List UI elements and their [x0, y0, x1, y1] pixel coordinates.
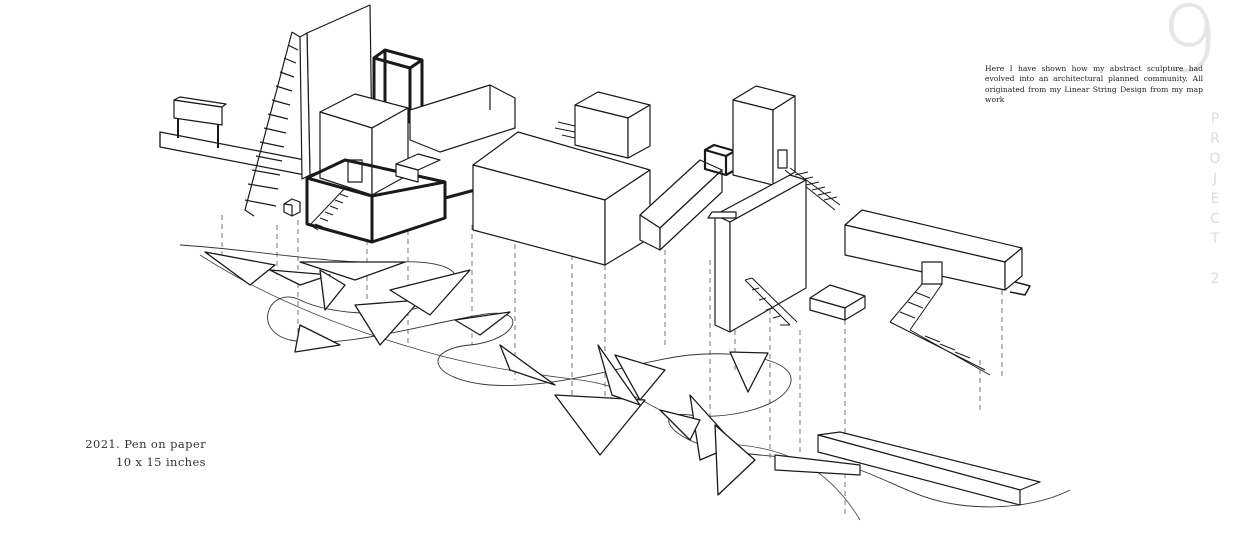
left-platform: [159, 131, 306, 176]
left-shelter: [173, 96, 227, 148]
caption-dimensions: 10 x 15 inches: [116, 454, 206, 469]
angled-wall: [707, 174, 807, 333]
vertical-label-letter: E: [1210, 191, 1220, 207]
small-cube: [283, 198, 301, 217]
vertical-label-letter: [1213, 252, 1217, 272]
long-bar: [409, 84, 516, 153]
right-tower: [732, 85, 841, 211]
linear-string-path-secondary: [199, 254, 861, 521]
main-cube: [319, 93, 409, 196]
vertical-label-letter: O: [1209, 151, 1221, 167]
triangular-shards: [204, 251, 769, 496]
vertical-label-letter: P: [1210, 111, 1220, 127]
rear-box: [554, 91, 651, 159]
page-number: 9: [1160, 0, 1219, 93]
cube-stair: [309, 187, 353, 231]
artwork-caption: 2021. Pen on paper 10 x 15 inches: [60, 436, 206, 472]
project-description: Here I have shown how my abstract sculpt…: [985, 64, 1203, 105]
caption-medium: 2021. Pen on paper: [85, 437, 206, 451]
vertical-label-letter: 2: [1210, 271, 1220, 287]
vertical-label-letter: C: [1210, 211, 1220, 227]
connector-block: [395, 153, 441, 183]
vertical-label-letter: T: [1210, 231, 1220, 247]
vertical-label-letter: R: [1210, 131, 1220, 147]
wireframe-base: [305, 158, 476, 244]
central-large-box: [472, 131, 651, 266]
flat-block: [809, 284, 866, 321]
bottom-slab: [774, 431, 1041, 506]
low-bar: [639, 159, 723, 251]
vertical-label-letter: J: [1212, 171, 1218, 187]
long-low-building: [844, 209, 1031, 376]
